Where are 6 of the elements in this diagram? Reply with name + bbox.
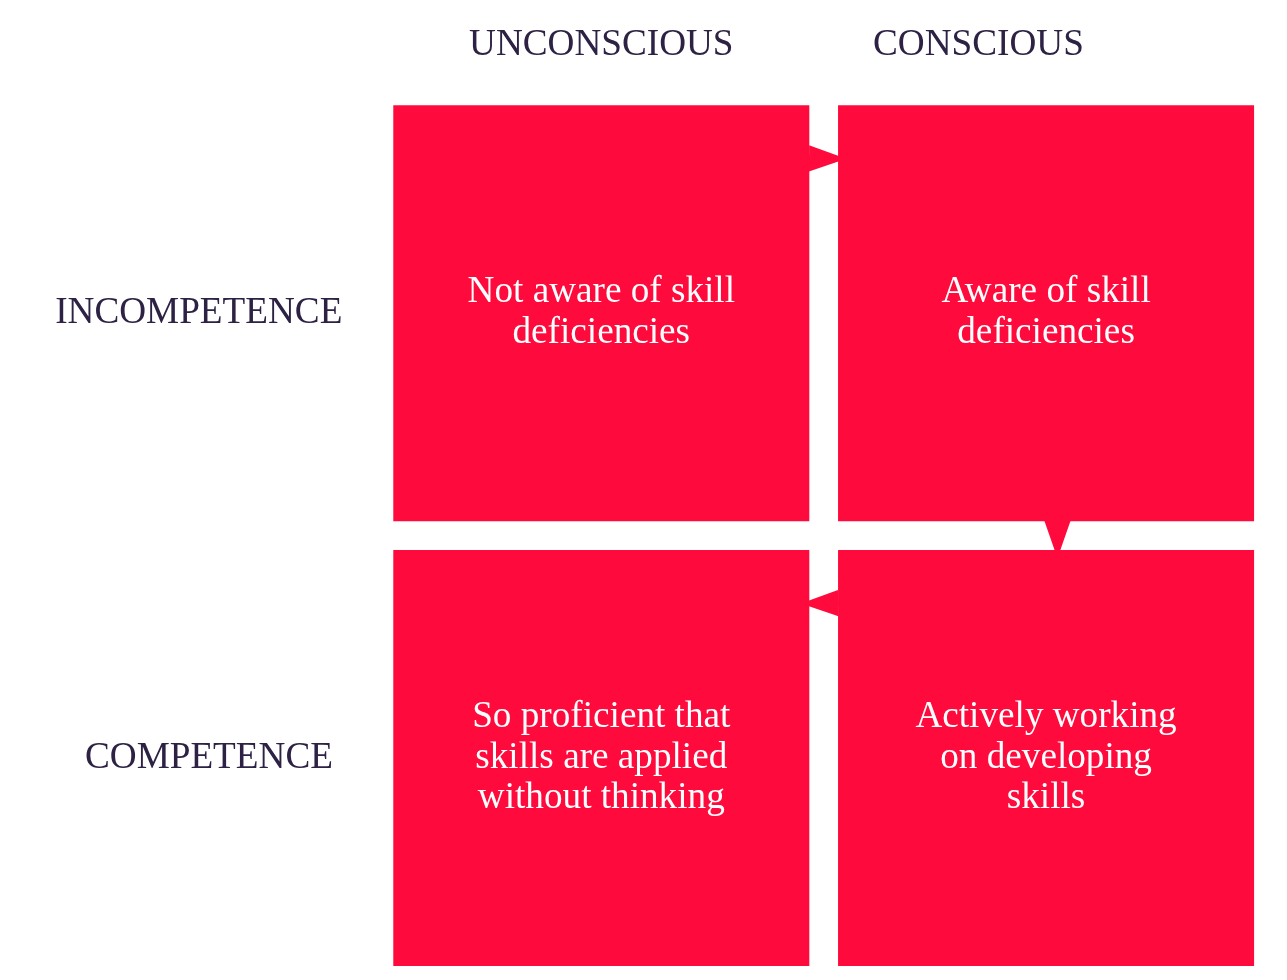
label: CONSCIOUS bbox=[872, 21, 1084, 63]
label: UNCONSCIOUS bbox=[468, 21, 734, 63]
label: COMPETENCE bbox=[84, 734, 333, 776]
node-box: So proficient that skills are applied without thinking bbox=[392, 550, 809, 967]
label: INCOMPETENCE bbox=[54, 289, 342, 331]
node-box: Not aware of skill deficiencies bbox=[392, 105, 809, 522]
